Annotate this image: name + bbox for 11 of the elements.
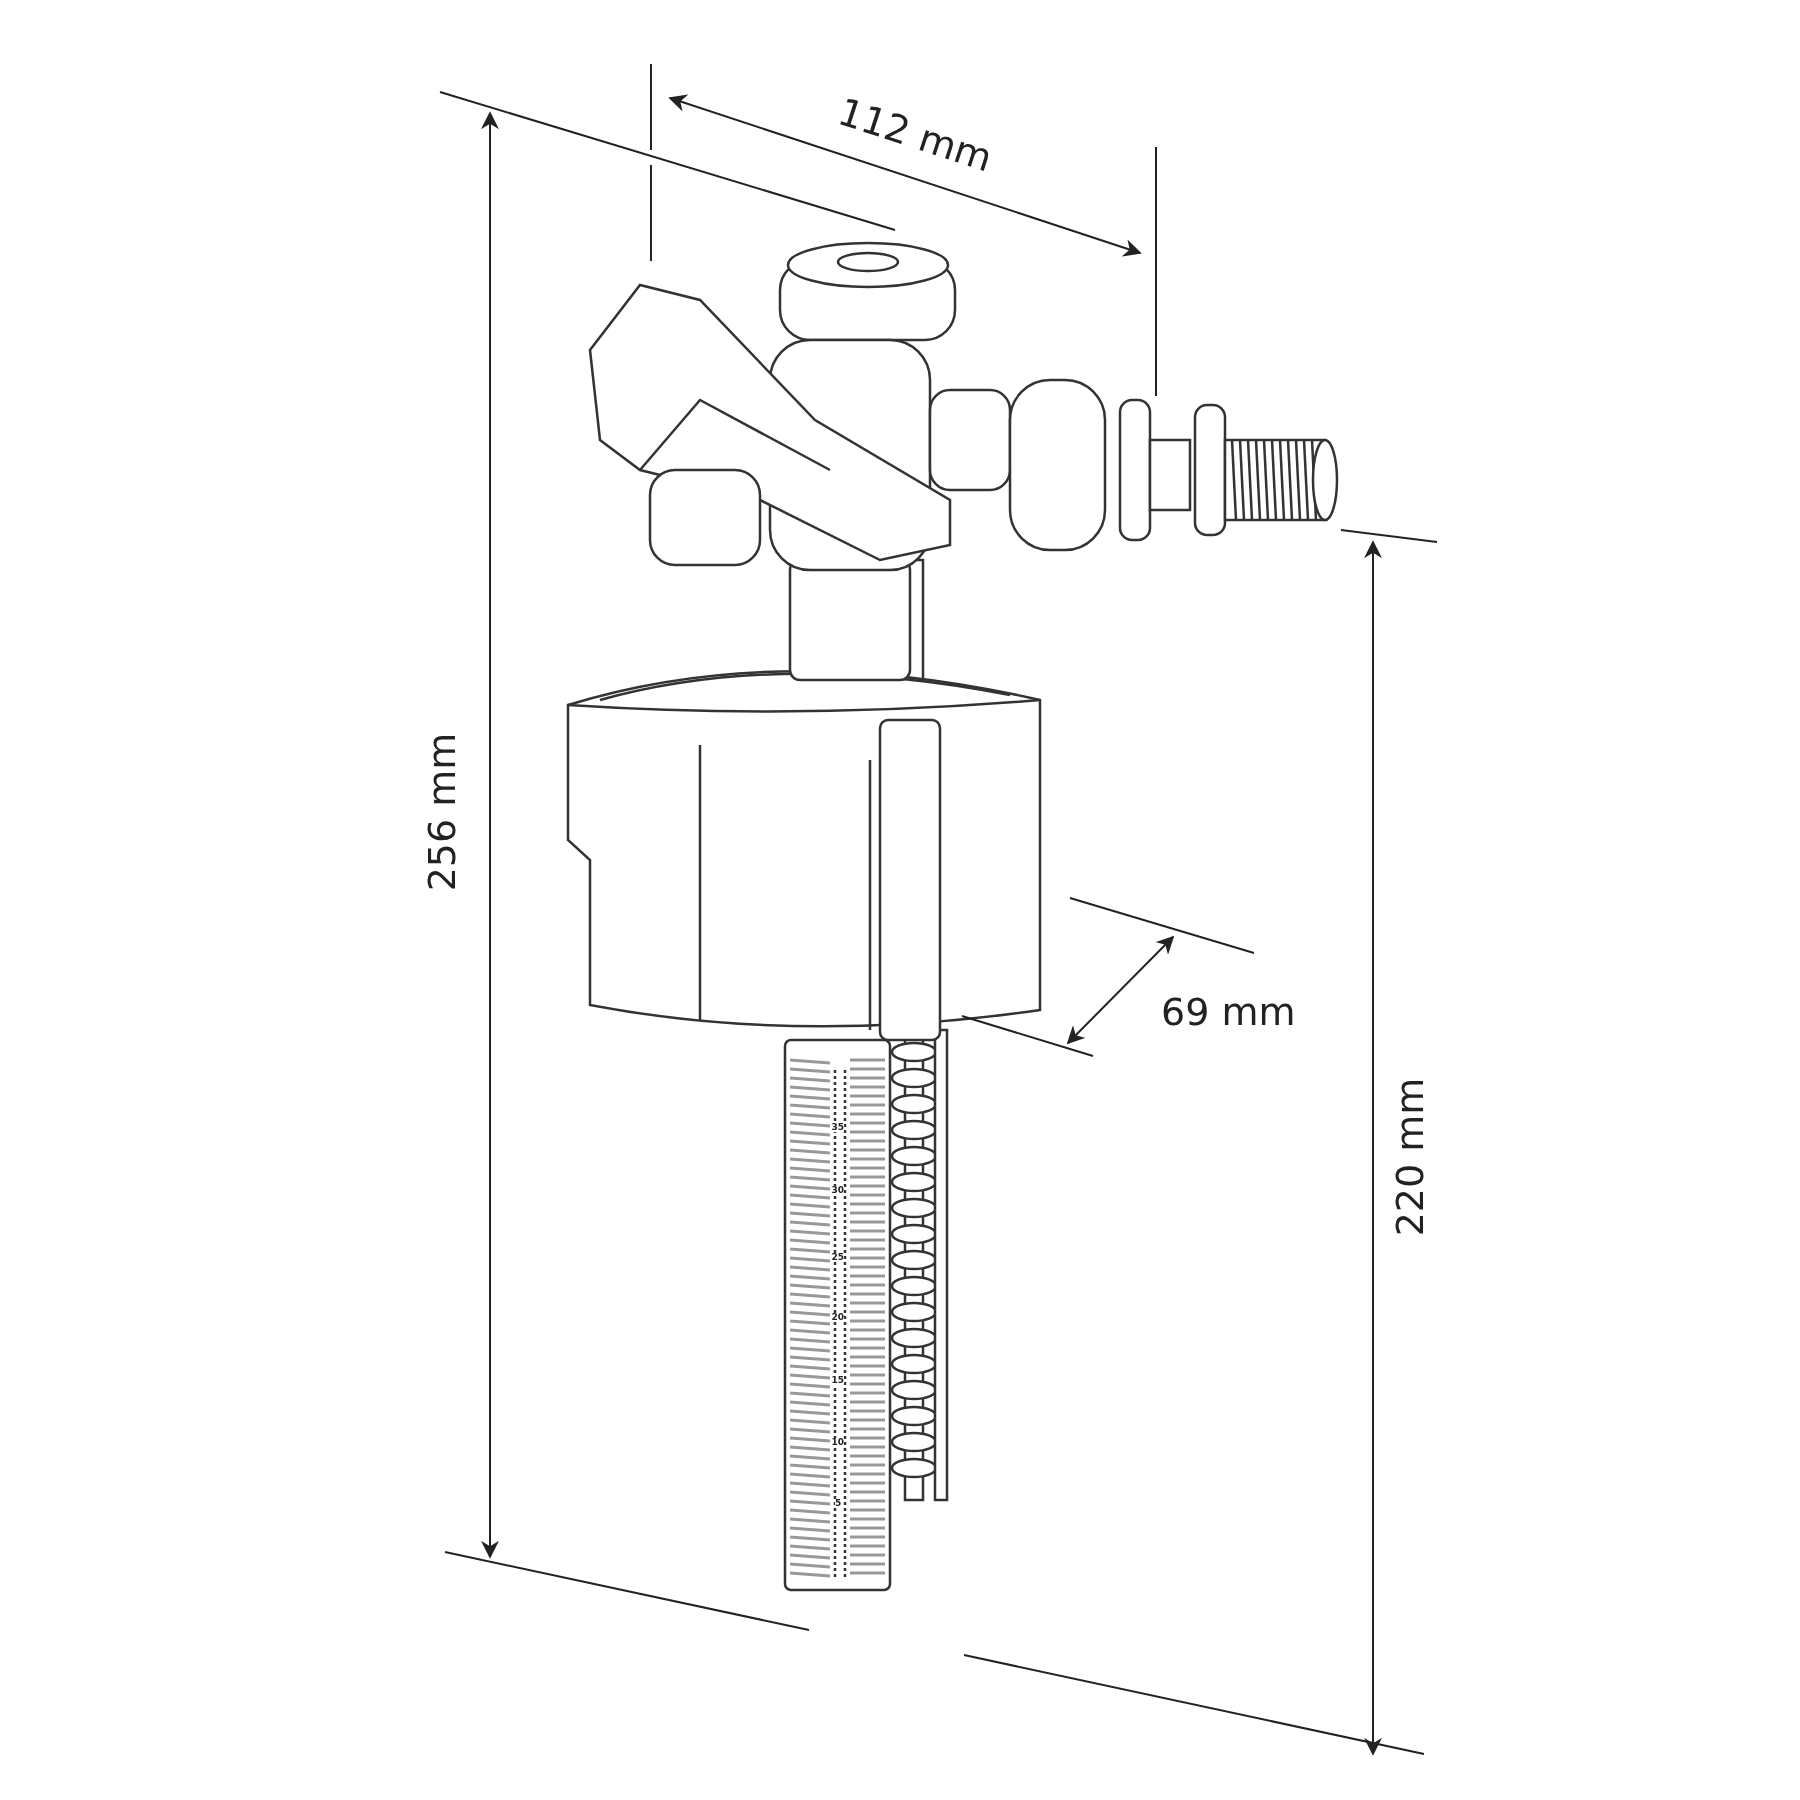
scale-number: 15 [831, 1375, 845, 1385]
scale-number: 35 [831, 1122, 845, 1132]
scale-number: 10 [831, 1437, 845, 1447]
dimension-label: 220 mm [1390, 1077, 1429, 1237]
dimension-label: 256 mm [422, 732, 461, 892]
scale-number: 25 [831, 1252, 845, 1262]
dimension-label: 112 mm [833, 92, 997, 178]
scale-number: 20 [831, 1312, 845, 1322]
scale-number: 5 [835, 1498, 842, 1508]
scale-number: 30 [831, 1185, 845, 1195]
dimension-label: 69 mm [1161, 993, 1296, 1031]
